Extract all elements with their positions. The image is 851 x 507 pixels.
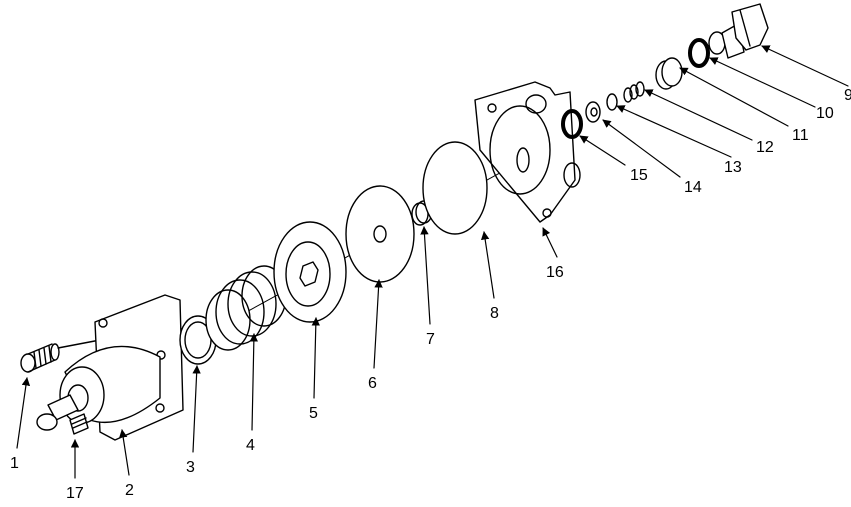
- part-8-oring: [422, 141, 488, 235]
- callout-8: 8: [490, 305, 499, 322]
- part-11-ring: [655, 57, 683, 90]
- part-14-seat: [585, 101, 601, 123]
- callout-14: 14: [684, 179, 702, 196]
- callout-12: 12: [756, 139, 774, 156]
- part-10-oring: [688, 38, 710, 68]
- part-9-cap: [708, 3, 769, 59]
- callout-10: 10: [816, 105, 834, 122]
- part-5-plate: [273, 221, 347, 323]
- callout-15: 15: [630, 167, 648, 184]
- leader-lines: [16, 45, 849, 479]
- callout-7: 7: [426, 331, 435, 348]
- callout-11: 11: [792, 127, 809, 144]
- callout-5: 5: [309, 405, 318, 422]
- part-1-screw: [20, 339, 101, 373]
- callout-16: 16: [546, 264, 564, 281]
- part-4-spring: [205, 265, 287, 351]
- part-12-spring: [623, 81, 645, 103]
- callout-13: 13: [724, 159, 742, 176]
- callout-6: 6: [368, 375, 377, 392]
- part-2-housing: [36, 294, 184, 441]
- callout-9: 9: [844, 87, 851, 104]
- callout-2: 2: [125, 482, 134, 499]
- part-6-diaphragm: [345, 185, 415, 283]
- callout-3: 3: [186, 459, 195, 476]
- part-13-poppet: [606, 93, 618, 111]
- part-16-body: [474, 81, 581, 223]
- part-15-oring: [561, 109, 583, 139]
- callout-17: 17: [66, 485, 84, 502]
- callout-labels: 1 17 2 3 4 5 6 7 8 16 15 14 13 12 11 10 …: [10, 87, 851, 502]
- callout-1: 1: [10, 455, 19, 472]
- callout-4: 4: [246, 437, 255, 454]
